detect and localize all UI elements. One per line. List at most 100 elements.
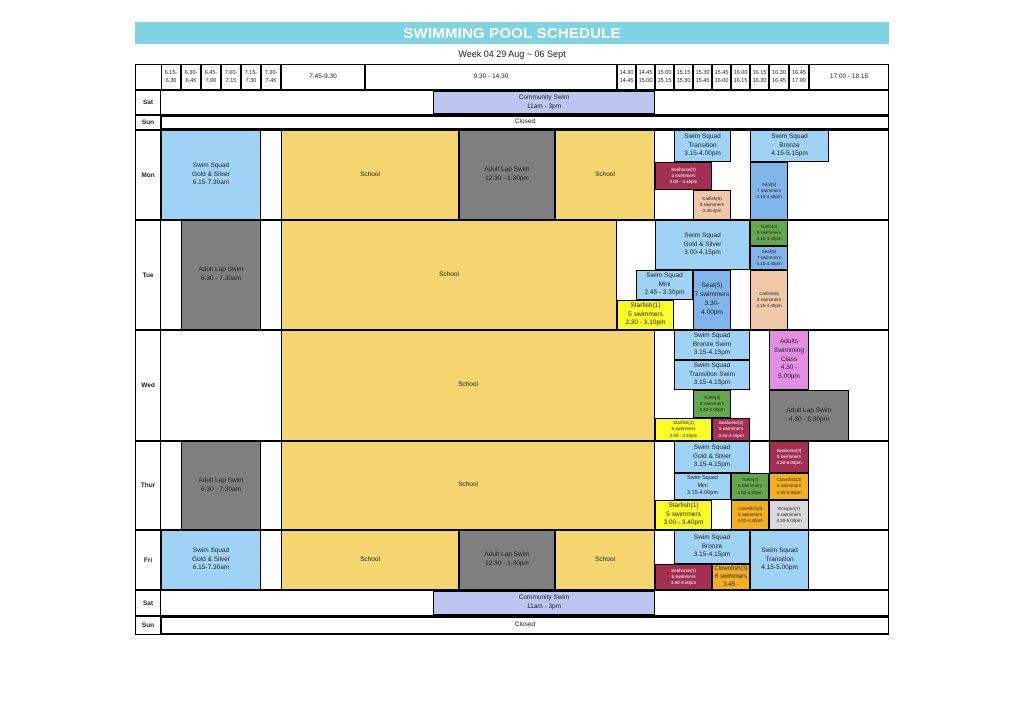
block-text: Seal(5)	[761, 181, 777, 187]
block-text: Turtle(4)	[760, 223, 778, 229]
time-slot-label: 9.30 - 14.30	[473, 73, 509, 81]
block-text: Gold & Silver	[683, 240, 722, 248]
block-text: Clownfish(3)	[737, 505, 763, 511]
time-slot-header: 7.45-9.30	[281, 64, 365, 90]
block-text: 3.00-3.40pm	[670, 580, 697, 586]
block-text: Seahorse(2)	[718, 420, 744, 426]
block-text: 4.00-4.30pm	[737, 489, 763, 495]
schedule-title: SWIMMING POOL SCHEDULE	[135, 22, 889, 44]
block-text: 5 swimmers	[666, 510, 701, 518]
time-slot-label: 7.30-	[264, 69, 278, 76]
block-text: Adult Lap Swim	[786, 406, 832, 414]
block-text: 8 swimmers	[699, 201, 724, 207]
block-text: Bronze Swim	[692, 340, 732, 348]
schedule-block: School	[281, 130, 459, 220]
schedule-block: School	[281, 330, 655, 441]
block-text: Class	[780, 355, 798, 363]
block-text: Gold & Silver	[693, 452, 731, 460]
block-text: 3.00 - 3.40pm	[669, 179, 698, 185]
block-text: Adult Lap Swim	[198, 266, 244, 274]
block-text: 6.30 - 7.30am	[200, 275, 242, 282]
block-text: 6.30 - 7.30am	[200, 485, 242, 493]
schedule-block: School	[281, 441, 655, 530]
block-text: 4.15-4.45pm	[756, 194, 782, 200]
block-text: 4.30 -	[780, 364, 798, 372]
block-text: 3.30-4.00pm	[699, 407, 725, 413]
block-text: Bronze	[701, 542, 723, 550]
time-slot-label: 15.30	[695, 69, 710, 76]
schedule-block: School	[555, 130, 655, 220]
block-text: Swim Squad	[192, 546, 230, 554]
block-text: Mini	[697, 482, 708, 489]
block-text: 5 swimmers	[671, 573, 696, 579]
block-text: 4.15-5.00pm	[761, 564, 798, 572]
block-text: 3.15-4.00pm	[687, 490, 718, 497]
block-text: 5.00pm	[778, 373, 800, 381]
time-slot-header: 16.45 17.00	[789, 64, 809, 90]
block-text: 3.30-	[704, 300, 720, 307]
block-text: 3.30-4pm	[702, 208, 722, 214]
block-text: 8 swimmers	[776, 511, 801, 517]
week-range: Week 04 29 Aug ~ 06 Sept	[458, 49, 566, 59]
time-slot-label: 16.15	[733, 78, 748, 84]
day-label: Wed	[135, 330, 161, 441]
time-slot-label: 17.00	[792, 78, 806, 84]
block-text: 6.15-7.30am	[192, 564, 230, 572]
time-slot-label: 16.45	[792, 69, 806, 76]
block-text: Adults	[779, 338, 799, 346]
block-text: 3.45 -	[723, 582, 739, 589]
block-text: 4.15-4.45pm	[756, 236, 782, 242]
time-slot-header: 7.15- 7.30	[241, 64, 261, 90]
block-text: Gold & Silver	[192, 170, 230, 178]
block-text: 7 swimmers	[756, 187, 781, 193]
block-text: Transition Swim	[689, 370, 735, 378]
day-label: Sat	[135, 590, 161, 616]
block-text: Turtle(4)	[741, 477, 759, 483]
block-text: 5 swimmers	[628, 310, 663, 318]
time-slot-label: 15.45	[714, 69, 729, 76]
block-text: 6 swimmers	[776, 483, 801, 489]
time-slot-label: 7.30	[245, 78, 257, 84]
block-text: Catfish(6)	[759, 290, 779, 296]
time-slot-label: 16.00	[733, 69, 748, 76]
block-text: 3.00 - 3.40pm	[669, 432, 698, 438]
block-text: Community Swim	[518, 93, 570, 101]
time-slot-label: 7.15-	[244, 69, 258, 76]
block-text: 4.00-4.30pm	[737, 518, 763, 524]
block-text: 7 swimmers	[694, 291, 730, 299]
day-label: Tue	[135, 220, 161, 330]
time-slot-label: 7.45	[265, 78, 277, 84]
time-slot-label: 14.45	[619, 78, 634, 84]
block-text: Swim Squad	[771, 132, 808, 140]
block-text: 11am - 3pm	[526, 603, 562, 610]
block-text: Swim Squad	[646, 271, 683, 279]
block-text: 6.15-7.30am	[192, 179, 230, 187]
block-text: 12:30 - 1:30pm	[485, 560, 529, 567]
schedule-block: Closed	[161, 116, 889, 129]
day-label: Sun	[135, 616, 161, 635]
schedule-block: Closed	[161, 617, 889, 634]
block-text: School	[458, 381, 478, 389]
day-label: Fri	[135, 530, 161, 590]
time-slot-header: 6.45-7.00	[201, 64, 221, 90]
